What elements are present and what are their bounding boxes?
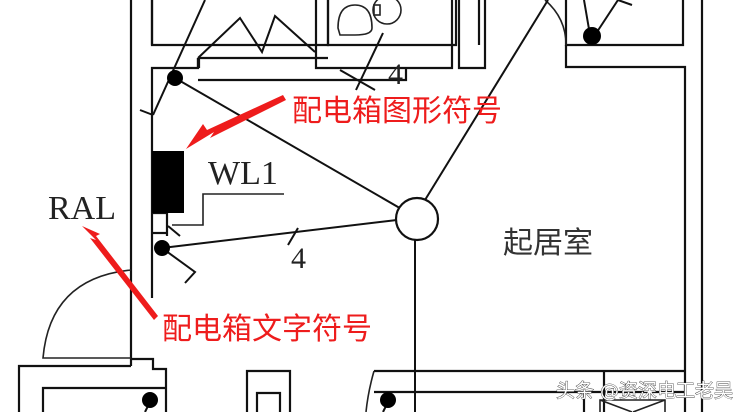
annotation-graphic-symbol: 配电箱图形符号	[186, 94, 502, 149]
switch-dot-icon	[142, 392, 158, 408]
switch-dot-icon	[380, 392, 396, 408]
watermark: 头条 @资深电工老吴	[556, 380, 733, 402]
red-arrow-icon	[186, 95, 286, 149]
wiring	[139, 0, 633, 412]
switch-dot-icon	[154, 240, 170, 256]
circuit-label: WL1	[208, 155, 278, 192]
door-swing-arc	[42, 269, 132, 359]
basin-icon	[372, 0, 402, 25]
wire-count-label: 4	[388, 58, 403, 91]
toilet-icon	[337, 4, 373, 36]
zigzag-heater-icon	[197, 14, 316, 59]
switch-dot-icon	[583, 27, 601, 45]
annotation-text-symbol: 配电箱文字符号	[82, 226, 372, 347]
wire-count-label: 4	[291, 242, 306, 275]
room-label: 起居室	[503, 226, 593, 261]
switch-dot-icon	[167, 70, 183, 86]
annotation-text-symbol-text: 配电箱文字符号	[162, 312, 372, 347]
fixtures	[197, 0, 402, 59]
walls	[17, 0, 704, 412]
ceiling-lamp-icon	[394, 196, 440, 242]
panel-text-symbol: RAL	[48, 190, 116, 227]
distribution-panel-icon	[152, 151, 184, 213]
red-arrow-icon	[82, 226, 158, 320]
annotation-graphic-symbol-text: 配电箱图形符号	[292, 94, 502, 129]
junction-dots	[142, 27, 601, 408]
